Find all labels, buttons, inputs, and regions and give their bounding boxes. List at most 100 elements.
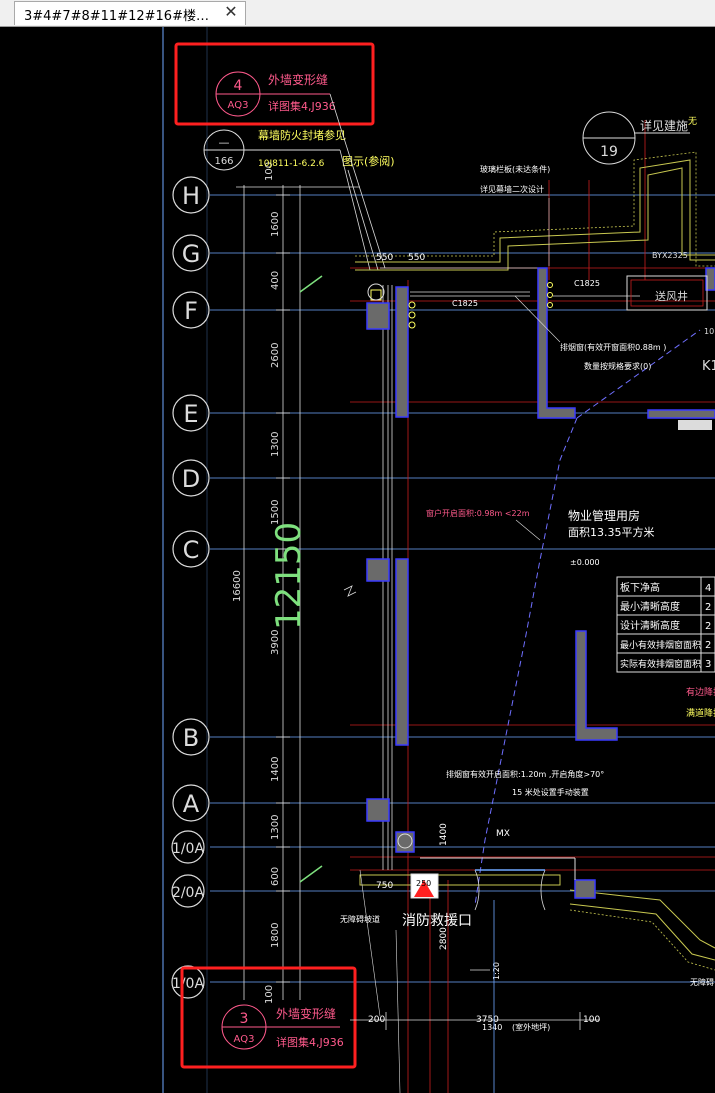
axis-bubble: E bbox=[172, 394, 210, 432]
svg-text:1300: 1300 bbox=[270, 815, 281, 840]
axis-bubble: D bbox=[172, 459, 210, 497]
svg-text:C: C bbox=[183, 536, 200, 564]
svg-text:AQ3: AQ3 bbox=[228, 100, 249, 111]
svg-text:2800: 2800 bbox=[439, 927, 449, 950]
leader-line bbox=[514, 295, 561, 343]
ventilation-table: 板下净高 4 最小清晰高度 2 设计清晰高度 2 最小有效排烟窗面积 2 实际有… bbox=[616, 576, 715, 673]
svg-text:4: 4 bbox=[234, 78, 243, 94]
table-cell: 最小清晰高度 bbox=[620, 600, 680, 613]
svg-text:1600: 1600 bbox=[270, 212, 281, 237]
svg-text:无: 无 bbox=[688, 116, 697, 127]
table-cell: 3 bbox=[705, 659, 711, 670]
svg-text:100: 100 bbox=[264, 162, 275, 181]
break-mark bbox=[343, 585, 357, 597]
table-cell: 实际有效排烟窗面积 bbox=[620, 658, 701, 670]
svg-text:F: F bbox=[184, 297, 198, 325]
leader-line bbox=[329, 93, 386, 269]
svg-text:1:20: 1:20 bbox=[492, 962, 501, 980]
svg-text:外墙变形缝: 外墙变形缝 bbox=[268, 72, 328, 87]
svg-text:10J811-1-6.2.6: 10J811-1-6.2.6 bbox=[258, 159, 325, 169]
callout-box-top bbox=[174, 42, 375, 126]
overall-dimension-large: 12150 bbox=[269, 522, 309, 630]
callout-symbol-bottom: 3 AQ3 外墙变形缝 详图集4,J936 bbox=[221, 1004, 344, 1050]
rescue-label: 消防救援口 bbox=[402, 913, 472, 929]
wall bbox=[537, 267, 576, 419]
table-cell: 最小有效排烟窗面积 bbox=[620, 639, 701, 651]
axis-bubble: A bbox=[172, 784, 210, 822]
svg-text:3: 3 bbox=[240, 1011, 249, 1027]
wall-ref-note: 图示(参阅) bbox=[342, 154, 395, 168]
axis-bubble: G bbox=[172, 234, 210, 272]
axis-bubble: F bbox=[172, 291, 210, 329]
svg-text:G: G bbox=[182, 240, 201, 268]
dim-tick bbox=[299, 275, 323, 293]
glazing bbox=[380, 267, 640, 870]
svg-text:D: D bbox=[182, 465, 200, 493]
table-cell: 设计清晰高度 bbox=[620, 619, 680, 632]
svg-text:3750: 3750 bbox=[476, 1015, 499, 1025]
entrance-area: 250 消防救援口 750 2800 1400 1:20 bbox=[376, 823, 576, 980]
svg-text:100: 100 bbox=[264, 985, 275, 1004]
svg-text:BYX2325: BYX2325 bbox=[652, 251, 688, 260]
dim-tick bbox=[299, 865, 323, 883]
axis-bubbles: H G F E D C B A 1/0A 2/0A 1/0A bbox=[171, 176, 210, 999]
dimension-chain bbox=[236, 185, 360, 1000]
svg-text:数量按规格要求(0): 数量按规格要求(0) bbox=[584, 361, 651, 371]
leader-line bbox=[339, 149, 371, 271]
svg-text:1500: 1500 bbox=[270, 500, 281, 525]
wall bbox=[705, 267, 715, 291]
svg-text:2/0A: 2/0A bbox=[172, 885, 205, 901]
svg-text:400: 400 bbox=[270, 271, 281, 290]
column-marker bbox=[370, 289, 382, 301]
axis-bubble: 2/0A bbox=[171, 874, 205, 908]
detail-symbol-19: 19 详见建施 无 bbox=[582, 111, 697, 165]
boundary-dashed bbox=[576, 329, 701, 419]
svg-text:H: H bbox=[182, 182, 200, 210]
svg-text:幕墙防火封堵参见: 幕墙防火封堵参见 bbox=[258, 128, 346, 142]
leader-line bbox=[515, 519, 541, 541]
svg-text:2600: 2600 bbox=[270, 343, 281, 368]
svg-text:1/0A: 1/0A bbox=[172, 841, 205, 857]
svg-text:15 米处设置手动装置: 15 米处设置手动装置 bbox=[512, 787, 589, 797]
tab-title: 3#4#7#8#11#12#16#楼… bbox=[24, 9, 209, 24]
column bbox=[574, 879, 596, 899]
boundary-dashed bbox=[474, 417, 578, 906]
column bbox=[366, 798, 390, 822]
pipe-circle bbox=[367, 283, 385, 301]
svg-text:详图集4,J936: 详图集4,J936 bbox=[268, 99, 336, 113]
axis-bubble: H bbox=[172, 176, 210, 214]
pink-note: 满道降排 bbox=[686, 707, 715, 719]
wall bbox=[395, 286, 409, 418]
svg-text:1300: 1300 bbox=[270, 432, 281, 457]
svg-text:550: 550 bbox=[408, 253, 425, 263]
svg-text:AQ3: AQ3 bbox=[234, 1034, 255, 1045]
svg-text:C1825: C1825 bbox=[574, 279, 600, 288]
svg-text:200: 200 bbox=[368, 1015, 385, 1025]
svg-text:B: B bbox=[183, 724, 199, 752]
dimension-texts: 100 1600 400 2600 1300 1500 3900 1400 13… bbox=[232, 162, 281, 1004]
close-icon[interactable]: ✕ bbox=[224, 2, 238, 21]
axis-bubble: C bbox=[172, 530, 210, 568]
notes: 玻璃栏板(未达条件) 详见幕墙二次设计 排烟窗(有效开窗面积0.88m ) 数量… bbox=[340, 164, 714, 987]
axis-bubble: 1/0A bbox=[171, 965, 205, 999]
svg-text:E: E bbox=[183, 400, 198, 428]
svg-text:550: 550 bbox=[376, 253, 393, 263]
svg-text:排烟窗有效开启面积:1.20m ,开启角度>70°: 排烟窗有效开启面积:1.20m ,开启角度>70° bbox=[446, 769, 604, 779]
cad-drawing-canvas[interactable]: H G F E D C B A 1/0A 2/0A 1/0A 100 1600 … bbox=[0, 27, 715, 1093]
svg-text:3900: 3900 bbox=[270, 630, 281, 655]
svg-text:C1825: C1825 bbox=[452, 299, 478, 308]
pipe-circle bbox=[397, 833, 413, 849]
table-cell: 2 bbox=[705, 640, 711, 651]
svg-text:玻璃栏板(未达条件): 玻璃栏板(未达条件) bbox=[480, 164, 550, 174]
svg-text:166: 166 bbox=[214, 156, 233, 167]
drawing-tab[interactable]: 3#4#7#8#11#12#16#楼… ✕ bbox=[14, 1, 246, 25]
axis-bubble: B bbox=[172, 718, 210, 756]
svg-text:600: 600 bbox=[270, 867, 281, 886]
svg-text:1800: 1800 bbox=[270, 923, 281, 948]
table-cell: 4 bbox=[705, 583, 711, 594]
svg-text:K1: K1 bbox=[702, 359, 715, 374]
column bbox=[366, 302, 390, 330]
wall bbox=[647, 409, 715, 419]
downpipes bbox=[408, 282, 553, 329]
svg-text:1340: 1340 bbox=[482, 1023, 502, 1032]
